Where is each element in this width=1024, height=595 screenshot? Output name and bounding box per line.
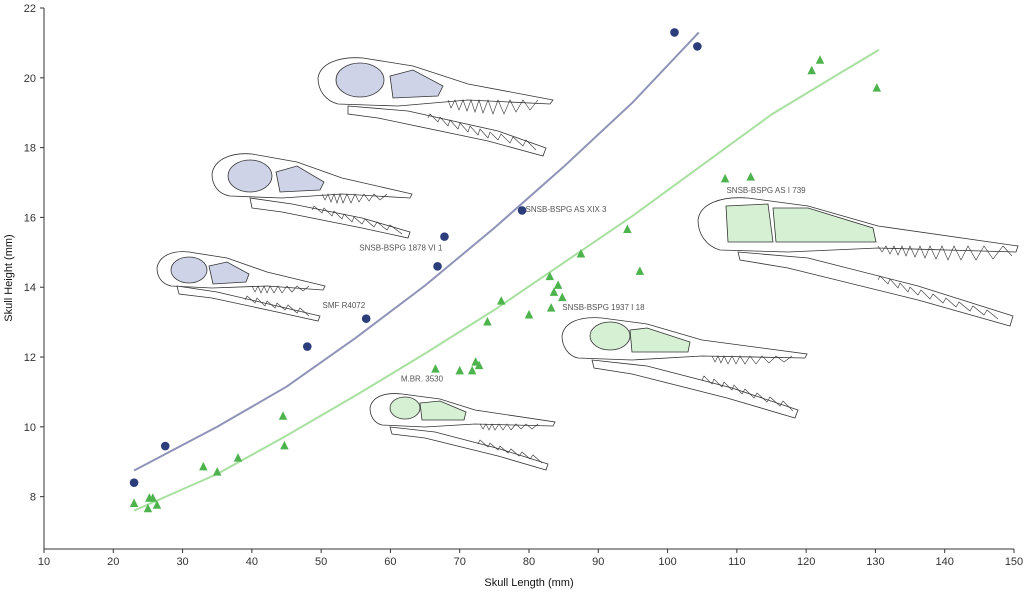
x-axis-ticks: 10 20 30 40 50 60 70 80 90 100 110 120 130 140 150 — [38, 549, 1023, 568]
data-point-triangle — [558, 292, 567, 302]
data-point-triangle — [553, 280, 563, 289]
y-tick-label: 8 — [30, 492, 36, 504]
x-tick-label: 90 — [592, 556, 604, 568]
x-tick-label: 100 — [658, 556, 676, 568]
data-point-circle — [129, 478, 139, 487]
y-tick-label: 14 — [24, 282, 36, 294]
data-point-triangle — [546, 303, 556, 312]
skull-drawing-blue-medium — [211, 153, 413, 239]
data-point-triangle — [455, 365, 464, 375]
y-tick-label: 18 — [24, 143, 36, 155]
data-point-triangle — [278, 411, 288, 420]
skull-illustrations — [156, 57, 1019, 471]
data-point-triangle — [152, 500, 162, 509]
data-point-triangle — [143, 503, 153, 513]
data-point-triangle — [635, 266, 645, 275]
data-point-circle — [440, 232, 449, 241]
data-point-circle — [361, 314, 371, 323]
x-axis-title: Skull Length (mm) — [484, 577, 573, 589]
x-tick-label: 40 — [246, 556, 258, 568]
data-point-circle — [302, 342, 312, 351]
specimen-labels: SNSB-BSPG AS XIX 3 SNSB-BSPG 1878 VI 1 SMF… — [323, 186, 807, 383]
trend-line-circle — [133, 31, 700, 472]
data-point-triangle — [576, 248, 586, 258]
data-point-circle — [670, 28, 679, 37]
data-point-triangle — [212, 467, 222, 476]
skull-drawing-green-large — [697, 197, 1019, 327]
data-point-triangle — [720, 173, 730, 183]
data-point-triangle — [549, 287, 559, 296]
data-point-triangle — [807, 65, 816, 75]
data-points — [129, 28, 882, 513]
axes: 10 20 30 40 50 60 70 80 90 100 110 120 130 140 150 8 10… — [3, 3, 1023, 589]
data-point-triangle — [545, 271, 555, 281]
trend-lines — [133, 31, 880, 512]
x-tick-label: 120 — [797, 556, 815, 568]
specimen-label: M.BR. 3530 — [401, 374, 444, 383]
skull-drawing-green-medium — [561, 317, 808, 419]
x-tick-label: 10 — [38, 556, 50, 568]
skull-drawing-green-small — [369, 393, 556, 471]
data-point-triangle — [431, 364, 440, 373]
specimen-label: SNSB-BSPG 1937 I 18 — [562, 303, 645, 312]
y-tick-label: 10 — [24, 422, 36, 434]
data-point-triangle — [467, 365, 477, 375]
data-point-circle — [517, 206, 527, 215]
x-tick-label: 140 — [936, 556, 954, 568]
specimen-label: SMF R4072 — [323, 301, 366, 310]
data-point-circle — [693, 42, 702, 51]
data-point-triangle — [483, 317, 492, 326]
data-point-triangle — [815, 55, 825, 64]
data-point-triangle — [233, 453, 243, 462]
y-tick-label: 20 — [24, 73, 36, 85]
x-tick-label: 60 — [384, 556, 396, 568]
specimen-label: SNSB-BSPG AS I 739 — [726, 186, 806, 195]
x-tick-label: 70 — [454, 556, 466, 568]
data-point-triangle — [129, 498, 139, 508]
data-point-triangle — [524, 310, 534, 319]
x-tick-label: 50 — [315, 556, 327, 568]
trend-line-triangle — [133, 49, 880, 512]
data-point-triangle — [623, 224, 632, 234]
skull-drawing-blue-large — [317, 57, 554, 157]
y-tick-label: 22 — [24, 3, 36, 15]
data-point-triangle — [746, 172, 755, 181]
x-tick-label: 80 — [523, 556, 535, 568]
data-point-triangle — [280, 440, 289, 450]
skull-drawing-blue-small — [156, 251, 326, 322]
specimen-label: SNSB-BSPG AS XIX 3 — [526, 205, 607, 214]
x-tick-label: 30 — [176, 556, 188, 568]
y-tick-label: 12 — [24, 352, 36, 364]
y-axis-ticks: 8 10 12 14 16 18 20 22 — [24, 3, 44, 504]
x-tick-label: 130 — [866, 556, 884, 568]
x-tick-label: 20 — [107, 556, 119, 568]
y-tick-label: 16 — [24, 212, 36, 224]
y-axis-title: Skull Height (mm) — [3, 234, 15, 321]
data-point-triangle — [872, 83, 882, 92]
data-point-triangle — [474, 360, 484, 370]
data-point-triangle — [148, 493, 158, 502]
data-point-circle — [433, 261, 442, 271]
data-point-triangle — [497, 296, 506, 305]
x-tick-label: 110 — [728, 556, 746, 568]
data-point-circle — [160, 441, 170, 451]
x-tick-label: 150 — [1005, 556, 1023, 568]
data-point-triangle — [199, 461, 208, 471]
specimen-label: SNSB-BSPG 1878 VI 1 — [359, 244, 443, 253]
